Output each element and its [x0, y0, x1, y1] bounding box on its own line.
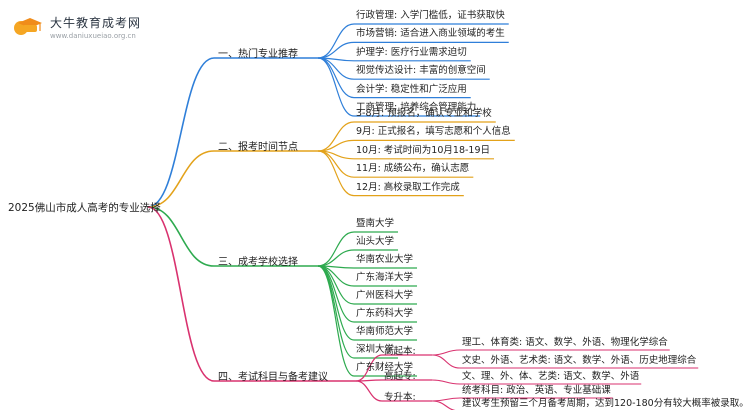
logo-url: www.daniuxueiao.org.cn — [50, 32, 136, 40]
leaf-item: 建议考生预留三个月备考周期，达到120-180分有较大概率被录取。 — [462, 398, 749, 409]
leaf-item: 11月: 成绩公布，确认志愿 — [356, 163, 470, 175]
sub-branch-label: 高起本: — [384, 346, 416, 357]
leaf-item: 华南师范大学 — [356, 326, 414, 337]
leaf-item: 暨南大学 — [356, 218, 395, 229]
branch-label: 一、热门专业推荐 — [218, 49, 298, 60]
leaf-item: 视觉传达设计: 丰富的创意空间 — [356, 65, 486, 77]
leaf-item: 广东财经大学 — [356, 362, 414, 373]
leaf-item: 华南农业大学 — [356, 254, 414, 265]
leaf-item: 文、理、外、体、艺类: 语文、数学、外语 — [462, 371, 640, 382]
leaf-item: 广东药科大学 — [356, 308, 414, 319]
leaf-item: 会计学: 稳定性和广泛应用 — [356, 83, 467, 95]
leaf-item: 统考科目: 政治、英语、专业基础课 — [462, 385, 611, 396]
leaf-item: 深圳大学 — [356, 344, 395, 355]
leaf-item: 9月: 正式报名，填写志愿和个人信息 — [356, 126, 511, 138]
sub-branch-label: 高起专: — [384, 371, 416, 382]
leaf-item: 文史、外语、艺术类: 语文、数学、外语、历史地理综合 — [462, 355, 697, 366]
leaf-item: 10月: 考试时间为10月18-19日 — [356, 144, 491, 156]
sub-branch-label: 专升本: — [384, 392, 416, 403]
leaf-item: 广东海洋大学 — [356, 272, 414, 283]
leaf-item: 理工、体育类: 语文、数学、外语、物理化学综合 — [462, 337, 668, 348]
leaf-item: 行政管理: 入学门槛低，证书获取快 — [356, 10, 505, 21]
branch-label: 四、考试科目与备考建议 — [218, 372, 328, 383]
logo-title: 大牛教育成考网 — [50, 16, 142, 30]
leaf-item: 广州医科大学 — [356, 290, 414, 301]
leaf-item: 12月: 高校录取工作完成 — [356, 181, 460, 193]
leaf-item: 汕头大学 — [356, 236, 395, 247]
root-topic: 2025佛山市成人高考的专业选择 — [8, 202, 161, 214]
leaf-item: 护理学: 医疗行业需求迫切 — [356, 46, 467, 58]
branch-label: 二、报考时间节点 — [218, 142, 298, 153]
logo: 大牛教育成考网 www.daniuxueiao.org.cn — [14, 14, 141, 40]
branch-label: 三、成考学校选择 — [218, 257, 298, 268]
leaf-item: 市场营销: 适合进入商业领域的考生 — [356, 28, 505, 40]
graduation-cap-icon — [14, 14, 44, 40]
leaf-item: 工商管理: 培养综合管理能力 — [356, 102, 477, 113]
leaf-item: 3-8月: 预报名，确认专业和学校 — [356, 108, 492, 119]
